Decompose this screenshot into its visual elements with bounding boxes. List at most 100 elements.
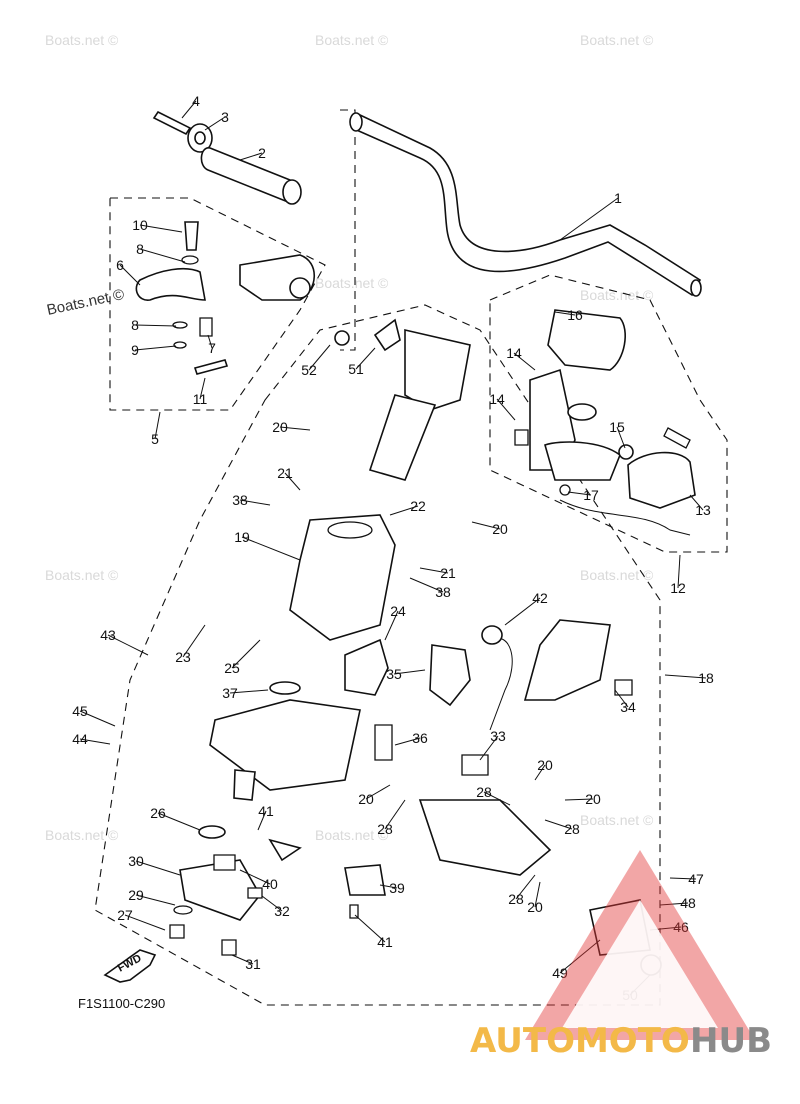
callout-number: 47 [688,871,704,887]
callout-leader [119,264,141,286]
callout-number: 44 [72,731,88,747]
callout-number: 52 [301,362,317,378]
steering-column-upper [289,318,471,641]
callout-leader [79,710,116,727]
watermarks: Boats.net © Boats.net © Boats.net © Boat… [45,32,654,843]
callout-leader [124,914,166,931]
callout-number: 29 [128,887,144,903]
steering-column-lower [169,638,471,956]
callout-leader [504,597,541,626]
callout-number: 2 [258,145,266,161]
callout-number: 11 [193,391,208,407]
callout-leader [134,324,177,327]
callout-number: 49 [552,965,568,981]
boundary-handlebar-left [340,109,356,351]
callout-leader [614,689,629,708]
callout-leader [107,634,149,656]
watermark: Boats.net © [580,32,654,48]
callout-leader [393,669,426,675]
automotohub-logo: AUTOMOTO HUB [470,850,772,1061]
callout-number: 20 [492,521,508,537]
callout-number: 17 [583,487,599,503]
callout-number: 38 [232,492,248,508]
callout-leader [659,902,689,906]
callout-leader [135,860,181,876]
callout-number: 21 [440,565,456,581]
watermark: Boats.net © [45,32,119,48]
watermark: Boats.net © [580,812,654,828]
watermark: Boats.net © [580,567,654,583]
callout-number: 39 [389,880,405,896]
callout-leader [534,764,546,781]
callout-leader [515,874,536,900]
callout-number: 32 [274,903,290,919]
watermark: Boats.net © [315,32,389,48]
callout-leader [384,799,406,830]
throttle-lever [135,221,315,375]
callout-leader [409,577,444,593]
callout-number: 28 [377,821,393,837]
callout-leader [157,812,201,831]
callout-number: 10 [132,217,148,233]
callout-number: 41 [377,934,393,950]
callout-number: 28 [564,821,580,837]
watermark: Boats.net © [45,567,119,583]
callout-leader [559,939,601,974]
callout-leader [479,735,499,761]
callout-leader [664,674,707,679]
callout-number: 26 [150,805,166,821]
callout-number: 1 [614,190,622,206]
callout-leader [354,914,386,943]
callout-leader [241,536,301,561]
callout-number: 4 [192,93,200,109]
callout-leader [135,894,176,906]
callout-leader [365,784,391,800]
callout-number: 38 [435,584,451,600]
callout-number: 28 [508,891,524,907]
watermark-dark: Boats.net © [45,286,125,319]
callout-number: 6 [116,257,124,273]
callout-leader [483,791,511,806]
callout-number: 7 [208,340,216,356]
callout-number: 9 [131,342,139,358]
callout-leader [79,738,111,745]
callout-leader [231,639,261,669]
callout-number: 20 [537,757,553,773]
callout-number: 18 [698,670,714,686]
handlebar [349,112,702,297]
callout-leader [239,499,271,506]
callout-number: 15 [609,419,625,435]
callout-leader [231,954,254,965]
callout-number: 24 [390,603,406,619]
callout-number: 20 [527,899,543,915]
callout-number: 5 [151,431,159,447]
callout-leader [544,819,573,830]
callout-number: 40 [262,876,278,892]
watermark: Boats.net © [580,287,654,303]
callout-leader [496,398,516,421]
callout-number: 30 [128,853,144,869]
logo-text-automoto: AUTOMOTO [470,1021,690,1061]
callout-leader [239,152,263,161]
callout-leader [513,352,536,371]
callout-leader [559,197,619,241]
callout-number: 13 [695,502,711,518]
fwd-arrow: FWD [103,949,157,983]
watermark: Boats.net © [315,275,389,291]
callout-leader [134,345,177,351]
callout-leader [182,624,206,658]
callout-number: 21 [277,465,293,481]
callout-leader [284,472,301,491]
callout-number: 46 [673,919,689,935]
callout-leader [229,689,269,694]
callout-leader [567,491,592,496]
callout-leader [279,426,311,431]
callout-number: 22 [410,498,426,514]
callout-leader [139,224,183,233]
callout-number: 25 [224,660,240,676]
callout-leader [689,494,704,511]
callout-number: 3 [221,109,229,125]
callout-leader [207,334,213,349]
callout-leader [554,311,576,316]
